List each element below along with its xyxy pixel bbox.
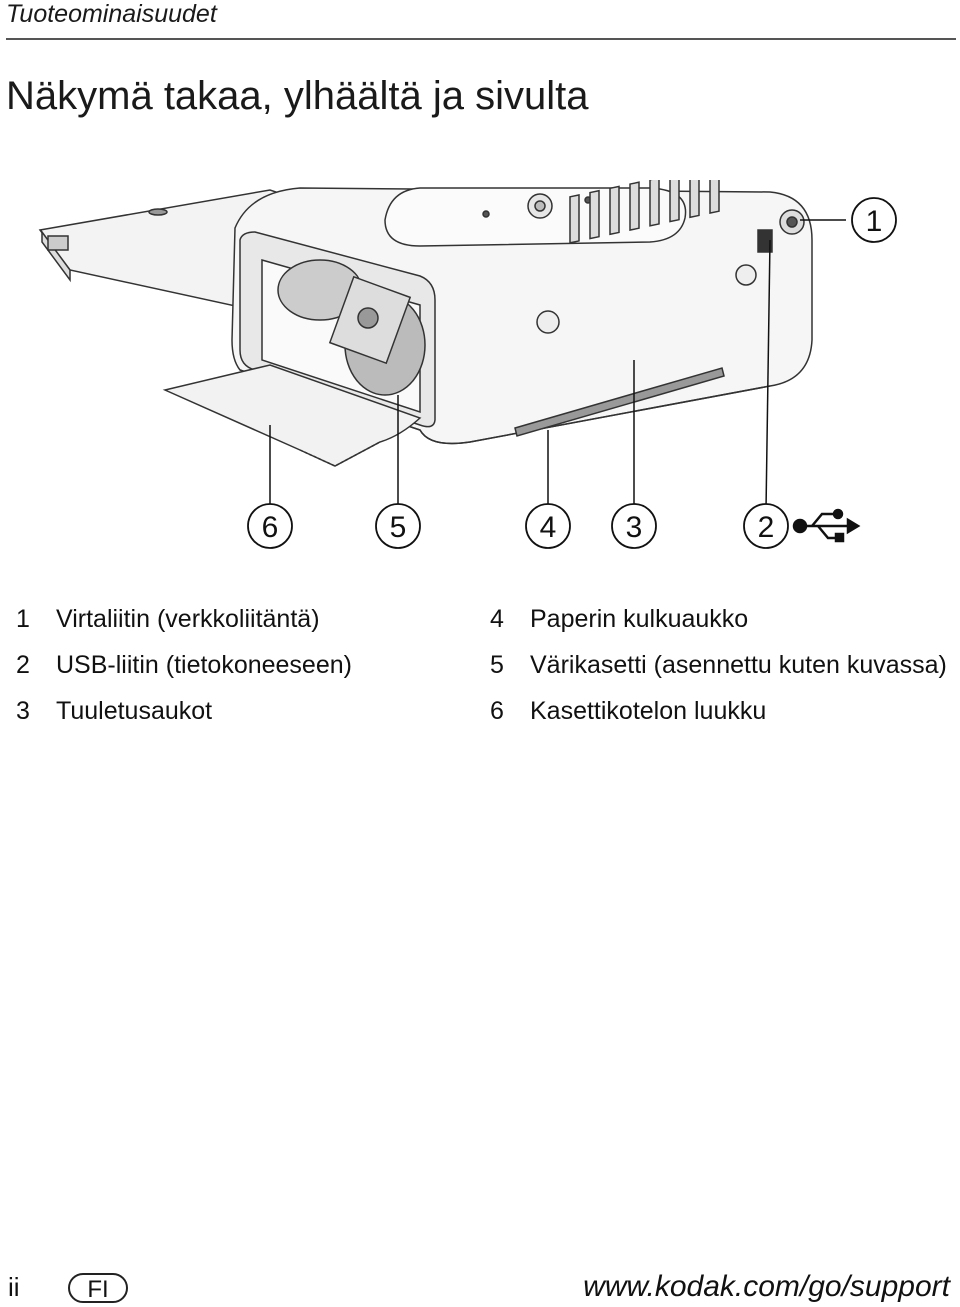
legend-num: 4 (490, 605, 504, 633)
usb-icon (792, 508, 861, 543)
legend-item-1: 1 Virtaliitin (verkkoliitäntä) (16, 596, 352, 642)
legend-left: 1 Virtaliitin (verkkoliitäntä) 2 USB-liiti… (16, 596, 352, 734)
language-badge: FI (68, 1273, 128, 1303)
callout-label-5: 5 (390, 511, 407, 544)
legend-text: Tuuletusaukot (56, 697, 213, 725)
legend-item-4: 4 Paperin kulkuaukko (490, 596, 947, 642)
section-header: Tuoteominaisuudet (6, 0, 217, 28)
legend-num: 2 (16, 651, 30, 679)
legend-text: Paperin kulkuaukko (530, 605, 749, 633)
callout-label-4: 4 (540, 511, 557, 544)
legend-item-5: 5 Värikasetti (asennettu kuten kuvassa) (490, 642, 947, 688)
page-number: ii (8, 1272, 20, 1302)
legend-text: Kasettikotelon luukku (530, 697, 767, 725)
legend-num: 6 (490, 697, 504, 725)
legend-text: Värikasetti (asennettu kuten kuvassa) (530, 651, 947, 679)
page-title: Näkymä takaa, ylhäältä ja sivulta (6, 74, 589, 118)
callout-label-3: 3 (626, 511, 643, 544)
legend-num: 1 (16, 605, 30, 633)
callout-6 (247, 503, 293, 549)
callout-3 (611, 503, 657, 549)
callout-2 (743, 503, 789, 549)
legend-text: USB-liitin (tietokoneeseen) (56, 651, 352, 679)
printer-illustration: 1 6 5 4 3 2 (0, 164, 960, 570)
callout-5 (375, 503, 421, 549)
header-rule (6, 38, 956, 40)
support-link[interactable]: www.kodak.com/go/support (583, 1270, 950, 1303)
legend-item-3: 3 Tuuletusaukot (16, 688, 352, 734)
printer-drawing (38, 164, 813, 467)
legend-num: 3 (16, 697, 30, 725)
callout-4 (525, 503, 571, 549)
callout-label-6: 6 (262, 511, 279, 544)
callout-label-1: 1 (866, 205, 883, 238)
legend-item-2: 2 USB-liitin (tietokoneeseen) (16, 642, 352, 688)
legend-text: Virtaliitin (verkkoliitäntä) (56, 605, 320, 633)
legend-num: 5 (490, 651, 504, 679)
legend-right: 4 Paperin kulkuaukko 5 Värikasetti (asenne… (490, 596, 947, 734)
callout-label-2: 2 (758, 511, 775, 544)
callout-1 (851, 197, 897, 243)
legend-item-6: 6 Kasettikotelon luukku (490, 688, 947, 734)
